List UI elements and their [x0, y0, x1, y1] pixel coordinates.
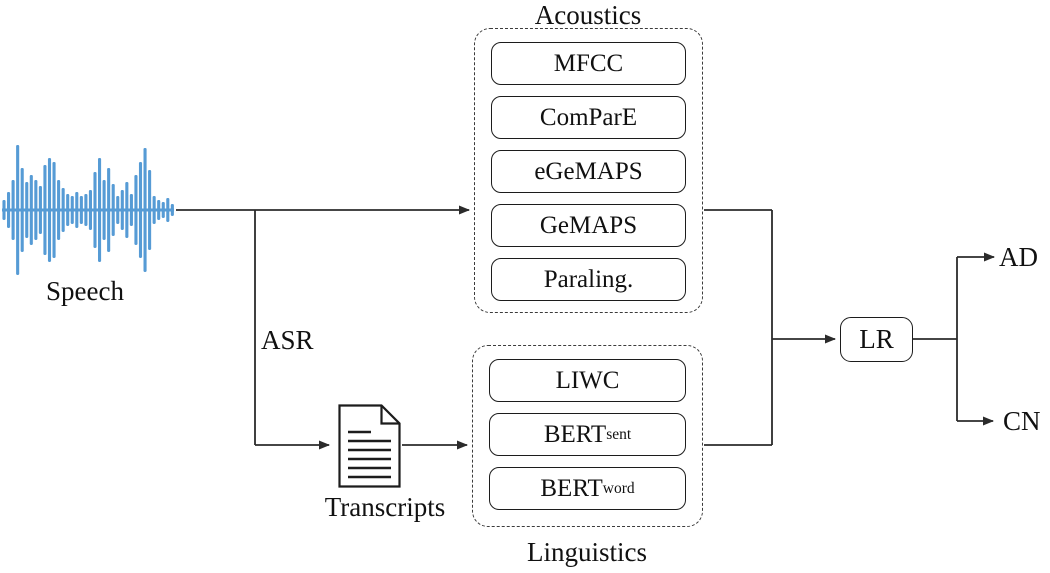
feature-box-gemaps: GeMAPS: [491, 204, 686, 247]
feature-label: ComParE: [539, 103, 638, 131]
speech-waveform-icon: [2, 145, 174, 275]
classifier-box: LR: [840, 317, 913, 362]
asr-label: ASR: [261, 325, 314, 355]
acoustics-group-title: Acoustics: [534, 0, 642, 30]
document-icon: [338, 404, 401, 488]
linguistics-group-title: Linguistics: [527, 537, 647, 567]
classifier-label: LR: [859, 324, 894, 354]
feature-label: LIWC: [555, 366, 620, 394]
feature-box-paraling: Paraling.: [491, 258, 686, 301]
speech-label: Speech: [46, 276, 124, 306]
feature-label: BERT: [543, 420, 607, 448]
acoustics-group: MFCC ComParE eGeMAPS GeMAPS Paraling.: [474, 28, 703, 313]
output-label-cn: CN: [1003, 406, 1041, 436]
feature-box-compare: ComParE: [491, 96, 686, 139]
feature-label: GeMAPS: [539, 211, 638, 239]
feature-label: BERT: [540, 474, 603, 502]
transcripts-label: Transcripts: [324, 492, 446, 522]
feature-label: Paraling.: [543, 265, 634, 293]
output-label-ad: AD: [999, 242, 1038, 272]
feature-box-mfcc: MFCC: [491, 42, 686, 85]
feature-label: MFCC: [553, 49, 624, 77]
feature-box-liwc: LIWC: [489, 359, 686, 402]
feature-box-egemaps: eGeMAPS: [491, 150, 686, 193]
feature-label: eGeMAPS: [534, 157, 643, 185]
